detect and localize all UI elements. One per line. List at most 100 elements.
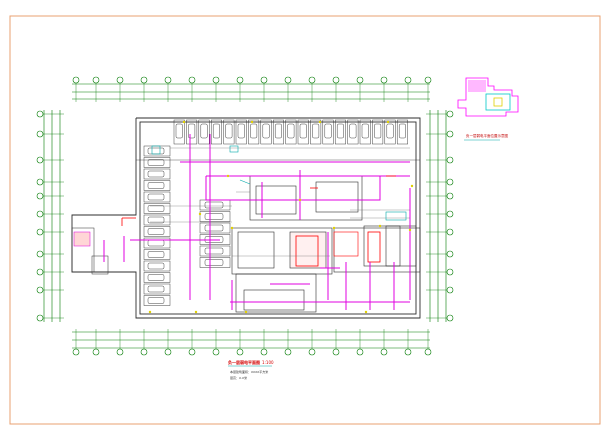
key-plan-highlight <box>485 93 511 111</box>
axis-bubble <box>404 76 412 84</box>
device-marker <box>298 198 302 202</box>
parking-stall <box>143 226 171 237</box>
parking-stall <box>199 257 231 268</box>
key-plan <box>457 77 519 141</box>
note-1: 本层建筑面积：XXXX平方米 <box>230 370 269 374</box>
axis-bubble <box>446 228 454 236</box>
equipment-room-red <box>295 235 319 267</box>
top-parking-row <box>173 119 408 145</box>
left-stair-fill <box>73 231 91 247</box>
axis-bubble <box>446 178 454 186</box>
axis-bubble <box>446 210 454 218</box>
axis-bubble <box>36 228 44 236</box>
parking-stall <box>297 119 309 145</box>
top-axis-bubbles <box>72 76 432 102</box>
cable-trunks <box>103 134 411 310</box>
axis-bubble <box>404 348 412 356</box>
parked-car <box>147 228 165 235</box>
sheet-border <box>9 15 601 425</box>
axis-bubble <box>36 110 44 118</box>
axis-bubble <box>188 348 196 356</box>
axis-bubble <box>36 156 44 164</box>
device-marker <box>332 226 336 230</box>
axis-bubble <box>284 76 292 84</box>
parked-car <box>147 170 165 178</box>
axis-bubble <box>446 192 454 200</box>
device-marker <box>250 120 254 124</box>
right-dimension-group <box>429 110 447 322</box>
axis-bubble <box>284 348 292 356</box>
axis-bubble <box>164 76 172 84</box>
parked-car <box>147 251 165 258</box>
axis-bubble <box>116 348 124 356</box>
axis-bubble <box>446 110 454 118</box>
equipment-room-red-2 <box>367 231 381 263</box>
key-plan-yellow <box>493 97 503 107</box>
parking-stall <box>143 237 171 249</box>
axis-bubble <box>36 250 44 258</box>
conduit-lines <box>150 147 410 257</box>
parked-car <box>349 123 357 139</box>
axis-bubble <box>446 268 454 276</box>
device-marker <box>244 310 248 314</box>
parking-stall <box>143 283 171 295</box>
axis-bubble <box>260 348 268 356</box>
left-dimension-group <box>43 110 61 322</box>
axis-bubble <box>36 192 44 200</box>
parking-stall <box>272 119 284 145</box>
parking-stall <box>235 119 247 145</box>
left-stair-area <box>71 227 109 275</box>
parking-stall <box>143 191 171 203</box>
key-plan-outline <box>457 77 519 117</box>
parked-car <box>250 123 258 139</box>
parked-car <box>398 123 406 139</box>
device-marker <box>364 310 368 314</box>
axis-bubble <box>212 348 220 356</box>
axis-bubble <box>446 314 454 322</box>
device-marker <box>148 310 152 314</box>
bottom-axis-bubbles <box>72 329 432 356</box>
parked-car <box>299 123 307 139</box>
axis-bubble <box>446 130 454 138</box>
axis-bubble <box>446 286 454 294</box>
axis-bubble <box>308 76 316 84</box>
axis-bubble <box>424 76 432 84</box>
parked-car <box>204 224 224 232</box>
left-axis-bubbles <box>36 110 64 322</box>
parking-stall <box>359 119 371 145</box>
equipment-room-red-3 <box>333 231 359 257</box>
axis-bubble <box>260 76 268 84</box>
axis-bubble <box>36 130 44 138</box>
parked-car <box>324 123 332 139</box>
parked-car <box>147 274 165 281</box>
parked-car <box>336 123 344 139</box>
parking-stall <box>199 211 231 222</box>
parked-car <box>212 123 220 139</box>
device-marker <box>410 184 414 188</box>
axis-bubble <box>72 348 80 356</box>
axis-bubble <box>72 76 80 84</box>
parked-car <box>175 123 183 139</box>
parking-stall <box>143 180 171 191</box>
axis-bubble <box>140 76 148 84</box>
axis-bubble <box>92 76 100 84</box>
axis-bubble <box>380 348 388 356</box>
axis-bubble <box>380 76 388 84</box>
axis-bubble <box>36 268 44 276</box>
parking-stall <box>143 249 171 260</box>
device-marker <box>226 174 230 178</box>
parked-car <box>147 262 165 270</box>
axis-bubble <box>140 348 148 356</box>
parked-car <box>386 123 394 139</box>
device-marker <box>230 226 234 230</box>
parked-car <box>262 123 270 139</box>
axis-bubble <box>236 76 244 84</box>
top-dimension-group <box>72 83 430 100</box>
parked-car <box>147 239 165 247</box>
parked-car <box>188 123 196 139</box>
parking-stall <box>372 119 384 145</box>
device-marker <box>378 224 382 228</box>
parking-stall <box>199 245 231 257</box>
